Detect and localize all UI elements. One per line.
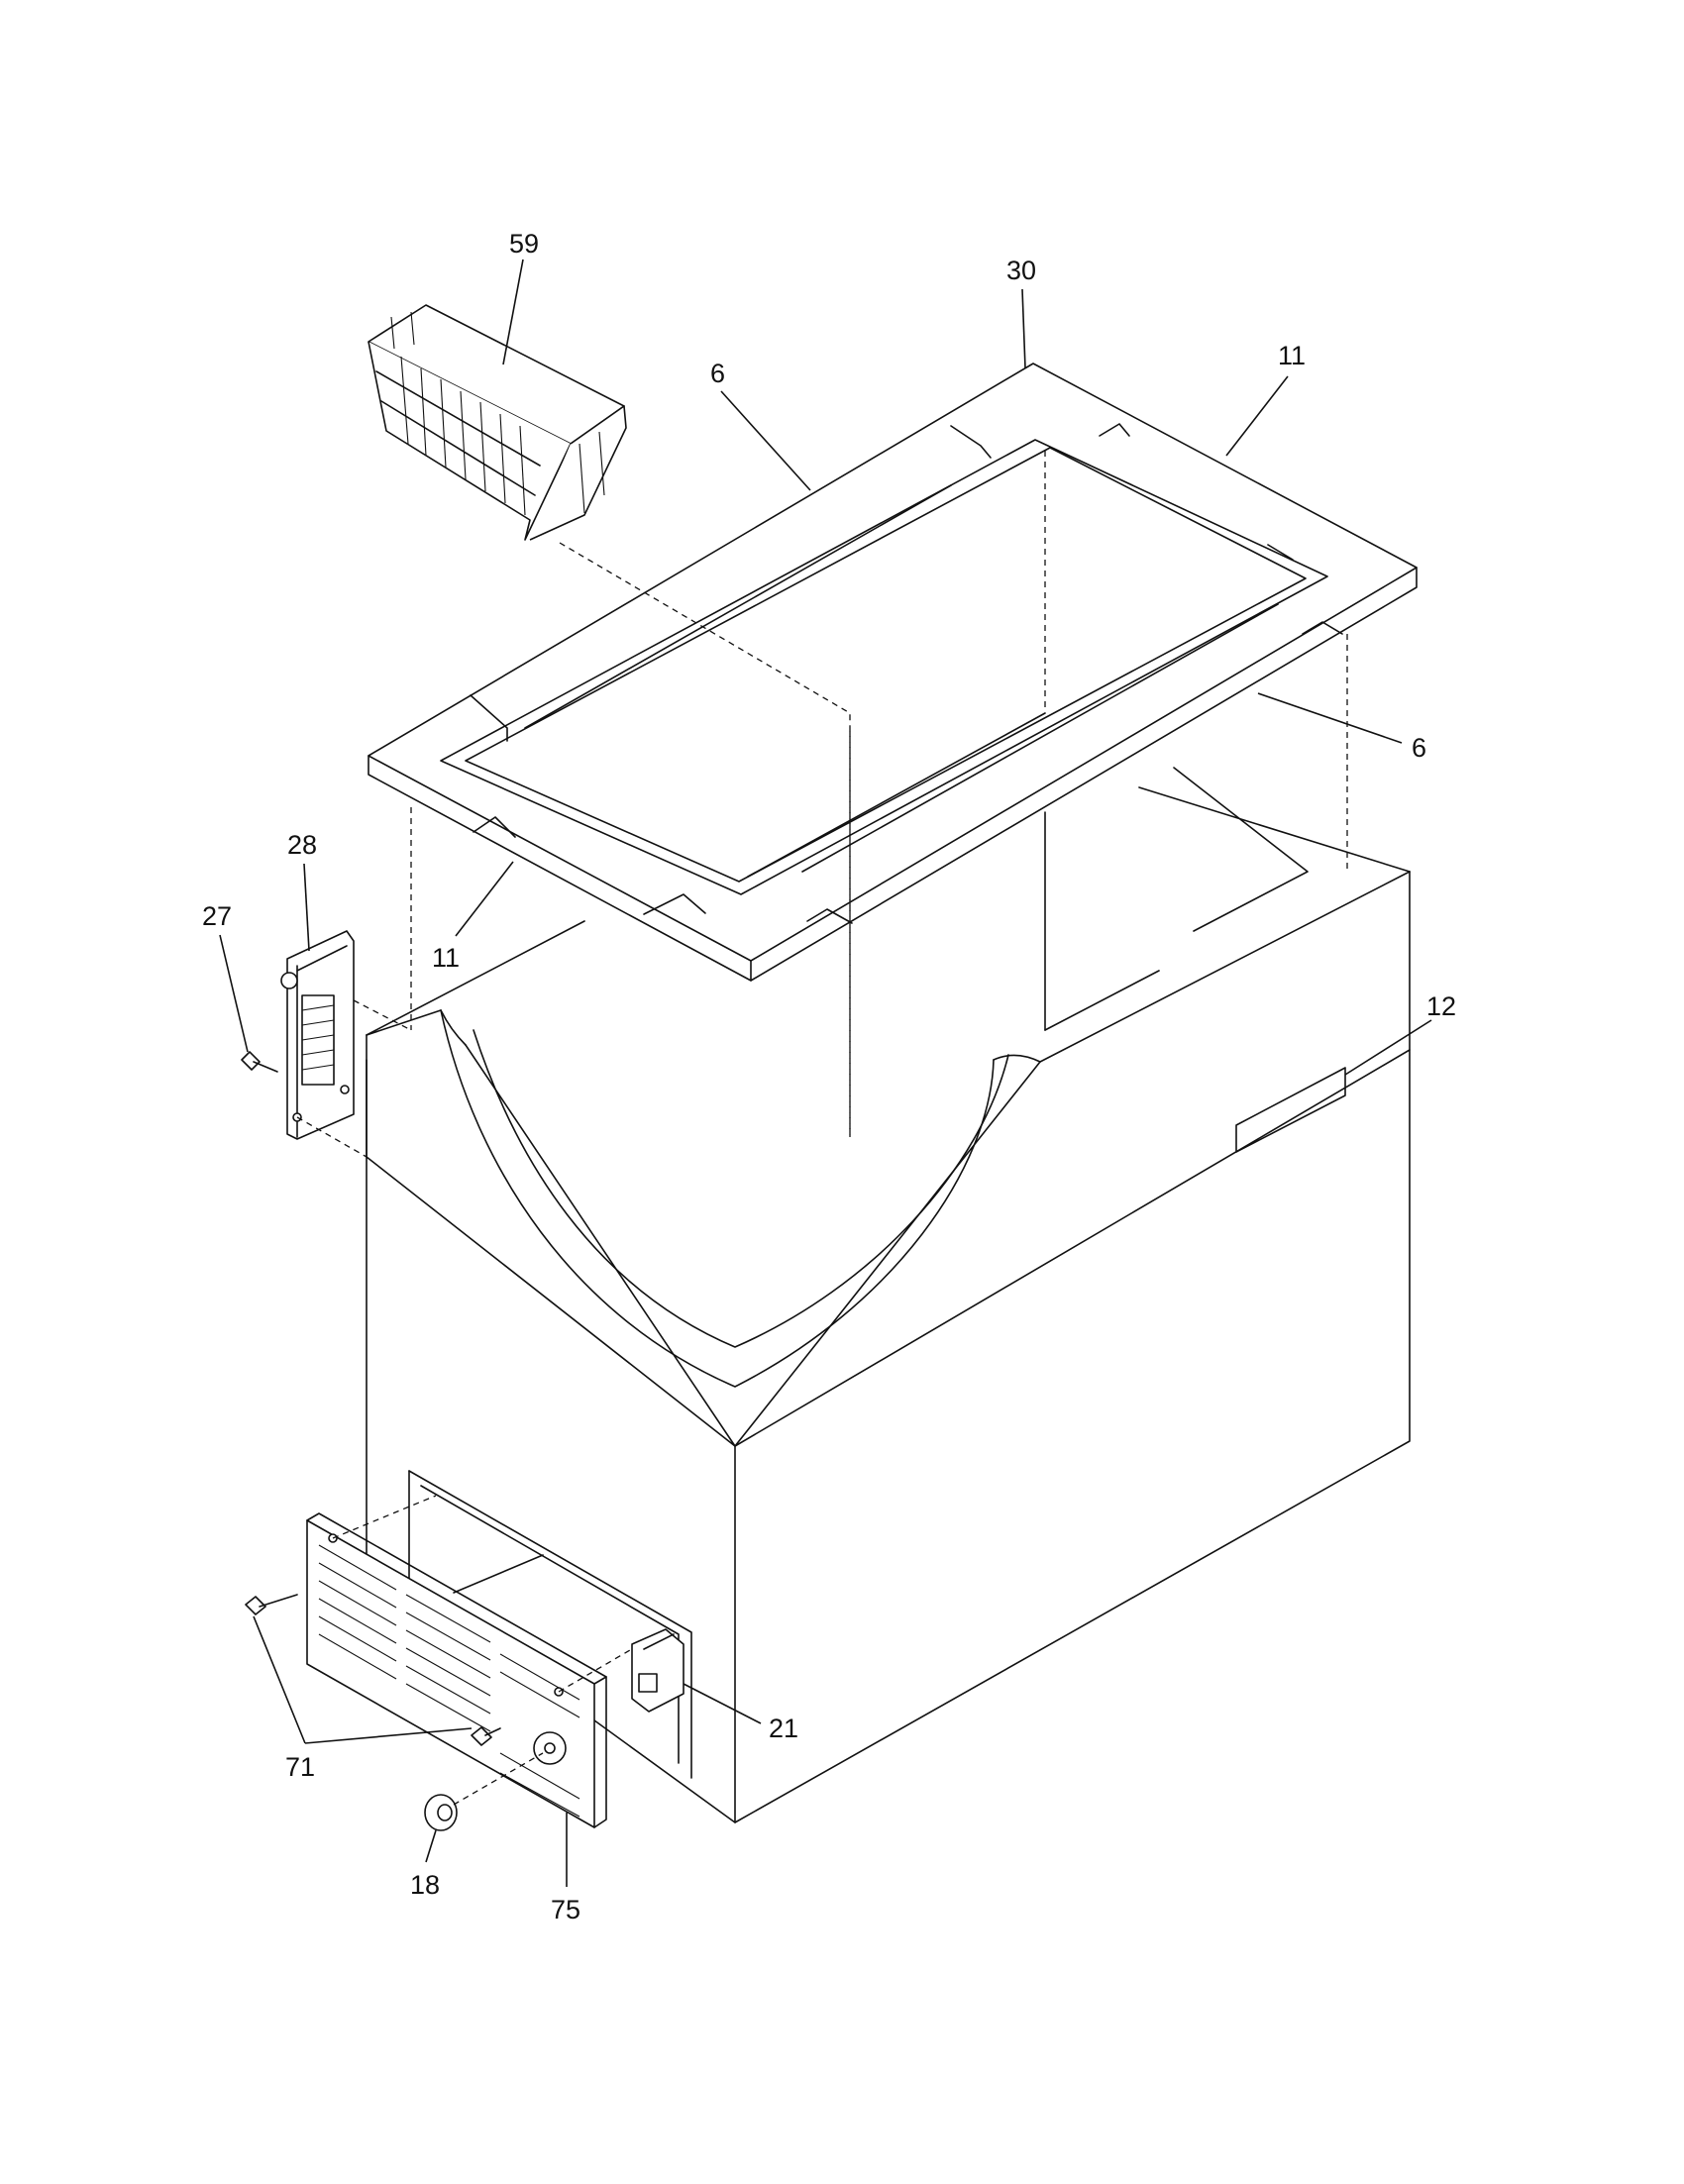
control-knob <box>424 1752 544 1831</box>
callout-labels: 59 30 11 6 6 28 27 11 12 21 71 18 75 <box>202 229 1456 1924</box>
freezer-cabinet <box>366 767 1411 1823</box>
callout-30: 30 <box>1006 256 1036 285</box>
hinge <box>280 930 412 1158</box>
callout-11-bottom: 11 <box>432 943 460 973</box>
callout-28: 28 <box>287 830 317 860</box>
screw <box>241 1051 278 1073</box>
grille-screws <box>245 1594 501 1746</box>
basket <box>368 304 851 1137</box>
callout-21: 21 <box>769 1714 798 1743</box>
thermostat <box>631 1628 684 1713</box>
callout-6-top: 6 <box>710 359 725 388</box>
callout-71: 71 <box>285 1752 315 1782</box>
callout-27: 27 <box>202 901 232 931</box>
leader-lines <box>219 259 1432 1887</box>
callout-59: 59 <box>509 229 539 259</box>
callout-18: 18 <box>410 1870 440 1900</box>
callout-6-right: 6 <box>1412 733 1426 763</box>
gasket-frame <box>368 363 1418 1137</box>
grille <box>306 1495 667 1828</box>
callout-12: 12 <box>1426 991 1456 1021</box>
callout-75: 75 <box>551 1895 580 1924</box>
callout-11-top: 11 <box>1278 341 1306 370</box>
